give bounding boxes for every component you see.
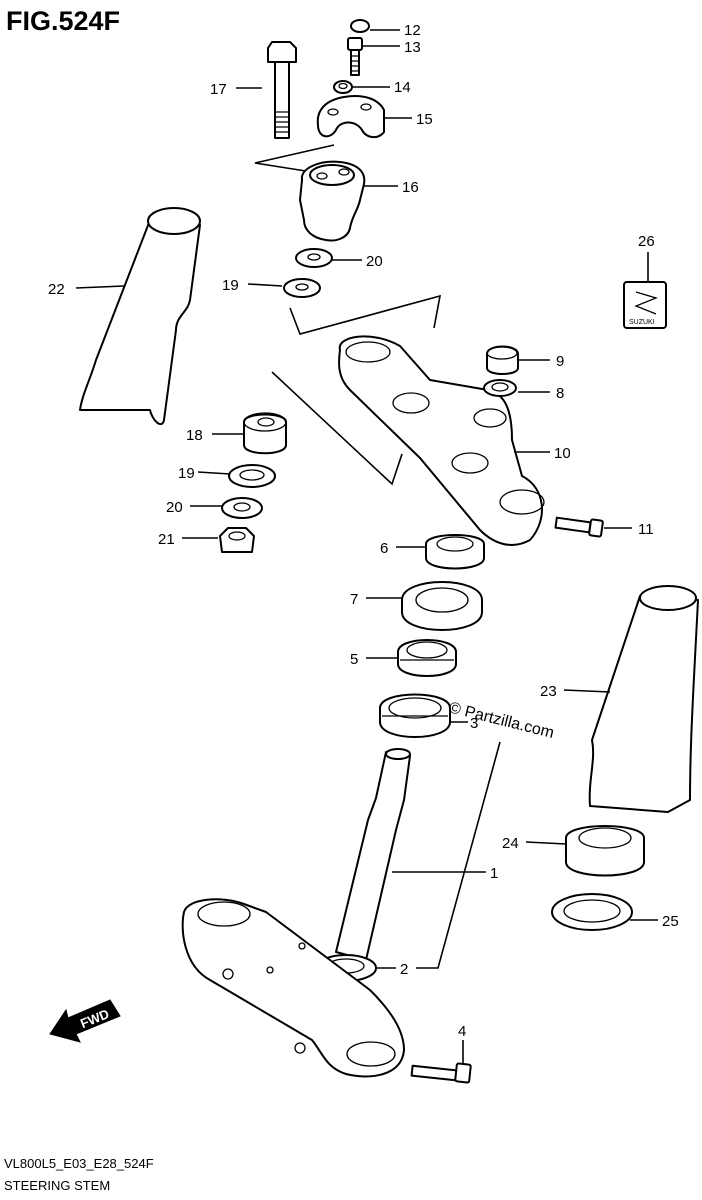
watermark: © Partzilla.com <box>447 699 556 742</box>
part-12-cap <box>350 19 370 33</box>
part-7-dust-seal <box>401 581 483 631</box>
callout-10[interactable]: 10 <box>554 445 571 462</box>
assembly-line-18 <box>271 371 403 486</box>
part-15-holder-cap <box>316 95 385 138</box>
part-24-spacer <box>565 825 645 877</box>
part-19-washer-top <box>283 278 321 298</box>
part-18-cushion <box>243 412 287 455</box>
callout-20-top[interactable]: 20 <box>366 253 383 270</box>
section-name: STEERING STEM <box>4 1178 110 1193</box>
callout-7[interactable]: 7 <box>350 591 358 608</box>
part-5-bearing <box>397 639 457 677</box>
part-10-upper-bracket <box>338 335 545 546</box>
callout-13[interactable]: 13 <box>404 39 421 56</box>
callout-18[interactable]: 18 <box>186 427 203 444</box>
part-16-holder <box>299 160 366 242</box>
part-9-cap-nut <box>486 345 519 375</box>
part-4-bolt <box>410 1062 472 1084</box>
fwd-label: FWD <box>78 1006 111 1031</box>
part-22-fork-cover-left <box>79 207 201 426</box>
part-20-washer-lower <box>221 497 263 519</box>
fwd-arrow-icon: FWD <box>49 999 121 1043</box>
callout-1[interactable]: 1 <box>490 865 498 882</box>
model-code: VL800L5_E03_E28_524F <box>4 1156 154 1171</box>
part-25-washer <box>551 893 633 931</box>
callout-16[interactable]: 16 <box>402 179 419 196</box>
part-8-washer <box>483 379 517 397</box>
leader-lines <box>75 29 658 1064</box>
callout-2[interactable]: 2 <box>400 961 408 978</box>
part-11-bolt <box>554 516 604 538</box>
callout-3[interactable]: 3 <box>470 715 478 732</box>
part-19-washer-lower <box>228 464 276 488</box>
callout-21[interactable]: 21 <box>158 531 175 548</box>
callout-9[interactable]: 9 <box>556 353 564 370</box>
part-26-emblem: SUZUKI <box>623 281 667 329</box>
assembly-line-19 <box>289 294 442 335</box>
callout-11[interactable]: 11 <box>638 521 654 538</box>
figure-title: FIG.524F <box>6 6 120 36</box>
part-20-washer-top <box>295 248 333 268</box>
part-21-nut <box>219 527 255 553</box>
callout-6[interactable]: 6 <box>380 540 388 557</box>
callout-23[interactable]: 23 <box>540 683 557 700</box>
part-23-fork-cover-right <box>588 585 699 813</box>
callout-17[interactable]: 17 <box>210 81 227 98</box>
emblem-logo-text: SUZUKI <box>629 319 655 326</box>
part-6-lock-nut <box>425 534 485 570</box>
callout-14[interactable]: 14 <box>394 79 411 96</box>
callout-25[interactable]: 25 <box>662 913 679 930</box>
part-3-bearing <box>379 693 451 738</box>
callout-12[interactable]: 12 <box>404 22 421 39</box>
part-14-nut <box>333 80 353 94</box>
callout-26[interactable]: 26 <box>638 233 655 250</box>
callout-labels: 12 13 14 15 16 17 20 19 22 26 9 8 10 11 … <box>48 22 679 1040</box>
assembly-line-17 <box>254 144 335 173</box>
part-17-bolt <box>267 41 297 139</box>
callout-8[interactable]: 8 <box>556 385 564 402</box>
part-1-steering-stem <box>335 748 411 961</box>
callout-5[interactable]: 5 <box>350 651 358 668</box>
callout-19-lower[interactable]: 19 <box>178 465 195 482</box>
callout-19-top[interactable]: 19 <box>222 277 239 294</box>
callout-4[interactable]: 4 <box>458 1023 466 1040</box>
callout-20-lower[interactable]: 20 <box>166 499 183 516</box>
callout-22[interactable]: 22 <box>48 281 65 298</box>
part-13-bolt <box>347 37 363 76</box>
part-lower-bracket <box>181 898 405 1078</box>
callout-15[interactable]: 15 <box>416 111 433 128</box>
callout-24[interactable]: 24 <box>502 835 519 852</box>
